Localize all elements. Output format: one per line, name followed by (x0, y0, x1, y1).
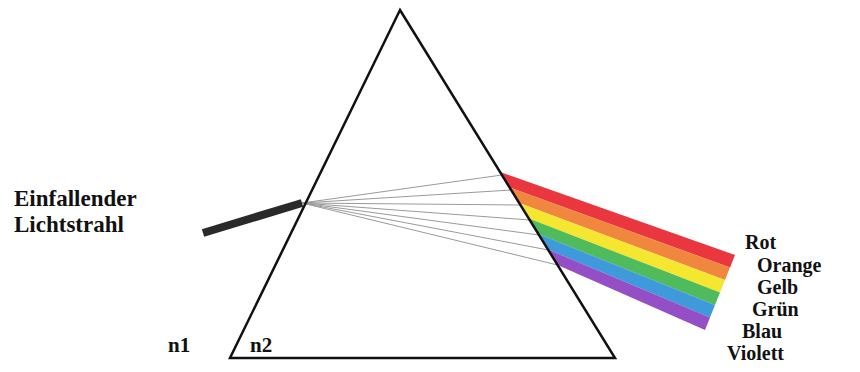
color-label: Rot (745, 231, 776, 254)
medium-label: n1 (168, 333, 190, 357)
color-label: Grün (752, 298, 799, 321)
color-label: Orange (757, 254, 821, 277)
inner-ray (302, 203, 548, 250)
inner-rays (302, 175, 558, 265)
incident-ray (203, 203, 302, 233)
medium-label: n2 (250, 333, 272, 357)
color-label: Gelb (757, 276, 798, 299)
color-label: Violett (727, 342, 784, 365)
inner-ray (302, 203, 539, 235)
prism-outline (230, 10, 615, 358)
inner-ray (302, 175, 502, 203)
inner-ray (302, 203, 520, 205)
color-label: Blau (742, 320, 782, 343)
spectrum-bands (500, 172, 735, 330)
beam-label: Einfallender Lichtstrahl (14, 186, 189, 239)
inner-ray (302, 190, 511, 203)
inner-ray (302, 203, 558, 265)
